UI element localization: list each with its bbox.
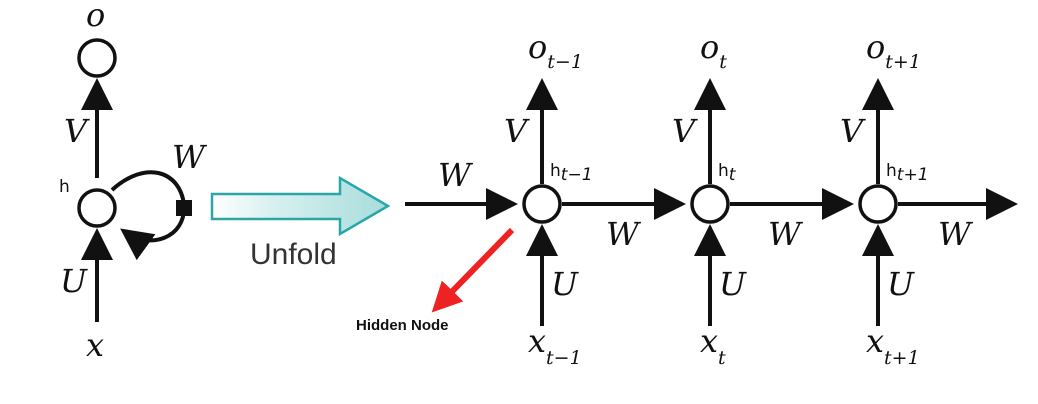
- step-t: ht V ot U xt W: [672, 28, 854, 369]
- output-label-t-plus-1: ot+1: [866, 28, 921, 73]
- folded-u-label: U: [60, 262, 88, 300]
- hidden-node-t: [690, 184, 730, 224]
- v-label-t-plus-1: V: [840, 112, 866, 150]
- u-label-t-plus-1: U: [887, 265, 915, 303]
- unfold-label: Unfold: [250, 238, 337, 271]
- folded-output-node: [77, 38, 117, 78]
- folded-hidden-node: [77, 188, 117, 228]
- unfolded-incoming-w-label: W: [438, 156, 474, 194]
- v-label-t-minus-1: V: [504, 112, 530, 150]
- input-label-t-minus-1: xt−1: [528, 322, 582, 369]
- folded-recurrent-loop: [110, 170, 187, 261]
- folded-hidden-label: h: [59, 177, 70, 197]
- folded-input-label: x: [86, 326, 104, 364]
- v-label-t: V: [672, 112, 698, 150]
- w-label-t: W: [768, 215, 804, 253]
- input-label-t: xt: [700, 322, 726, 369]
- unfold-arrow-shape: [210, 175, 391, 237]
- output-label-t: ot: [700, 28, 727, 73]
- u-label-t: U: [719, 265, 747, 303]
- u-label-t-minus-1: U: [551, 265, 579, 303]
- w-label-t-minus-1: W: [606, 215, 642, 253]
- hidden-label-t-plus-1: ht+1: [886, 161, 929, 185]
- output-label-t-minus-1: ot−1: [528, 28, 583, 73]
- folded-w-label: W: [172, 138, 208, 176]
- unfold-arrow: Unfold: [210, 175, 391, 271]
- step-t-minus-1: ht−1 V ot−1 U xt−1 W: [504, 28, 686, 369]
- step-t-plus-1: ht+1 V ot+1 U xt+1 W: [840, 28, 1018, 369]
- w-label-t-plus-1: W: [938, 215, 974, 253]
- folded-delay-square: [176, 200, 192, 216]
- hidden-node-t-minus-1: [522, 184, 562, 224]
- input-label-t-plus-1: xt+1: [866, 322, 920, 369]
- folded-output-label: o: [86, 0, 105, 34]
- folded-v-label: V: [64, 112, 90, 150]
- folded-rnn: o V h W U x: [59, 0, 208, 364]
- unfolded-rnn: W ht−1 V ot−1 U xt−1 W ht V ot U xt: [356, 28, 1018, 369]
- hidden-label-t: ht: [718, 161, 737, 185]
- hidden-node-t-plus-1: [858, 184, 898, 224]
- hidden-node-label: Hidden Node: [356, 317, 449, 334]
- hidden-label-t-minus-1: ht−1: [550, 161, 593, 185]
- hidden-node-pointer-arrow: [431, 227, 515, 313]
